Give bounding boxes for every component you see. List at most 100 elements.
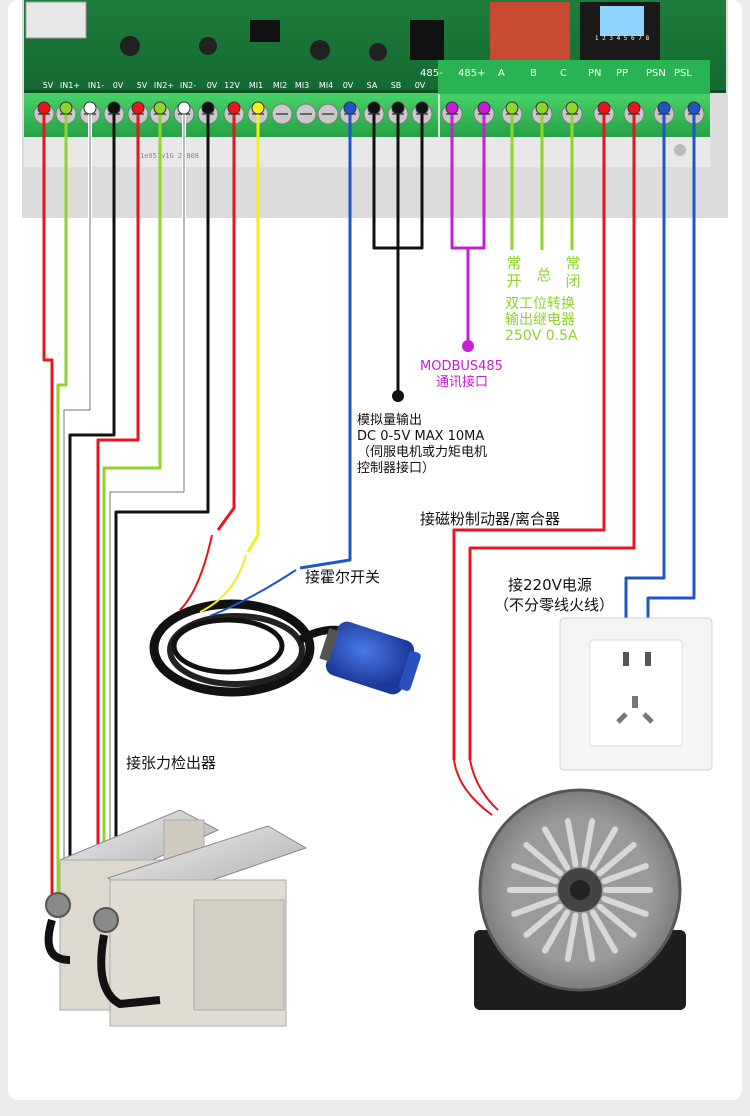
modbus-line1: MODBUS485: [420, 359, 503, 374]
wire-terminal-dot: [445, 101, 459, 115]
modbus-annotation: MODBUS485 通讯接口: [420, 359, 503, 390]
wire-terminal-dot: [177, 101, 191, 115]
board-bottom-label: MI2: [273, 81, 287, 90]
relay-desc-3: 250V 0.5A: [505, 328, 578, 344]
motor-fin: [564, 818, 579, 868]
motor-fin: [601, 895, 649, 917]
analog-annotation: 模拟量输出 DC 0-5V MAX 10MA （伺服电机或力矩电机 控制器接口）: [357, 412, 487, 476]
relay-nc-label-2: 闭: [565, 272, 580, 290]
board-top-label: C: [560, 68, 567, 79]
wire-black-0v-2: [114, 108, 210, 910]
magnetic-powder-brake: [453, 759, 686, 1010]
wires: [42, 108, 696, 910]
wire-terminal-dot: [657, 101, 671, 115]
relay-com-label: 总: [536, 266, 551, 284]
wire-red-pp: [468, 108, 636, 760]
wire-terminal-dot: [37, 101, 51, 115]
analog-line2: DC 0-5V MAX 10MA: [357, 429, 484, 444]
wire-terminal-dot: [477, 101, 491, 115]
board-bottom-label: 0V: [113, 81, 124, 90]
brake-label: 接磁粉制动器/离合器: [420, 510, 560, 528]
relay-desc-2: 输出继电器: [505, 312, 575, 328]
wire-terminal-dot: [367, 101, 381, 115]
wire-terminal-dot: [391, 101, 405, 115]
board-bottom-label: MI4: [319, 81, 333, 90]
power-line2: （不分零线火线）: [494, 596, 614, 614]
board-bottom-label: IN1-: [88, 81, 104, 90]
wire-terminal-dot: [627, 101, 641, 115]
wire-terminal-dot: [131, 101, 145, 115]
relay-annotation: 常 开 总 常 闭 双工位转换 输出继电器 250V 0.5A: [505, 254, 581, 344]
board-top-label: 485+: [458, 68, 485, 79]
board-top-label: PN: [588, 68, 602, 79]
board-bottom-label: IN1+: [60, 81, 80, 90]
board-bottom-label: 5V: [137, 81, 148, 90]
wire-green-in1p: [56, 108, 68, 895]
board-top-label: A: [498, 68, 505, 79]
wire-terminal-dot: [343, 101, 357, 115]
terminal-wire-dots: [37, 101, 701, 115]
board-bottom-label: 0V: [207, 81, 218, 90]
board-bottom-label: IN2-: [180, 81, 196, 90]
wire-terminal-dot: [415, 101, 429, 115]
wire-terminal-dot: [565, 101, 579, 115]
motor-fin: [523, 903, 564, 938]
motor-fin: [511, 895, 559, 917]
wire-terminal-dot: [201, 101, 215, 115]
motor-fin: [590, 909, 618, 954]
board-top-label: B: [530, 68, 537, 79]
power-socket: [559, 617, 713, 771]
relay-no-label-1: 常: [506, 254, 521, 272]
hall-label: 接霍尔开关: [305, 568, 380, 586]
wire-terminal-dot: [597, 101, 611, 115]
relay-no-label-2: 开: [506, 272, 521, 290]
board-bottom-label: 0V: [343, 81, 354, 90]
board-serial: 1e057v1G 22808: [140, 152, 199, 160]
analog-dot: [392, 390, 404, 402]
modbus-dot: [462, 340, 474, 352]
analog-line1: 模拟量输出: [357, 412, 422, 428]
wire-red-5v-1: [42, 108, 54, 895]
tension-sensor-2: [93, 825, 308, 1027]
wire-blue-0v-hall: [299, 108, 352, 570]
wire-terminal-dot: [83, 101, 97, 115]
wire-terminal-dot: [153, 101, 167, 115]
wire-red-12v: [216, 108, 236, 531]
wire-yellow-mi1: [246, 108, 260, 553]
hall-sensor-body: [319, 621, 421, 695]
wire-terminal-dot: [107, 101, 121, 115]
relay-nc-label-1: 常: [565, 254, 580, 272]
motor-fin: [542, 909, 570, 954]
motor-fin: [596, 903, 637, 938]
wire-red-pn: [452, 108, 606, 760]
wire-green-in2p: [102, 108, 162, 910]
board-top-label: PP: [616, 68, 628, 79]
board-bottom-label: SB: [391, 81, 402, 90]
board-bottom-label: MI3: [295, 81, 309, 90]
power-line1: 接220V电源: [508, 576, 592, 594]
motor-fins: [507, 818, 653, 962]
board-bottom-label: 5V: [43, 81, 54, 90]
motor-fin: [596, 842, 637, 877]
board-top-label: PSN: [646, 68, 666, 79]
wire-black-0v-1: [68, 108, 116, 895]
motor-fin: [523, 842, 564, 877]
board-top-label: 485-: [420, 68, 443, 79]
wire-terminal-dot: [59, 101, 73, 115]
motor-fin: [564, 912, 579, 962]
motor-fin: [511, 863, 559, 885]
board-bottom-label: SA: [367, 81, 378, 90]
wire-terminal-dot: [505, 101, 519, 115]
relay-desc-1: 双工位转换: [505, 295, 575, 312]
wire-terminal-dot: [687, 101, 701, 115]
board-bottom-label: MI1: [249, 81, 263, 90]
tension-label: 接张力检出器: [126, 754, 216, 772]
board-bottom-label: 12V: [224, 81, 240, 90]
analog-line3: （伺服电机或力矩电机: [357, 445, 487, 460]
motor-fin: [590, 826, 618, 871]
modbus-line2: 通讯接口: [436, 374, 488, 390]
dip-numbers: 1 2 3 4 5 6 7 8: [595, 35, 650, 42]
